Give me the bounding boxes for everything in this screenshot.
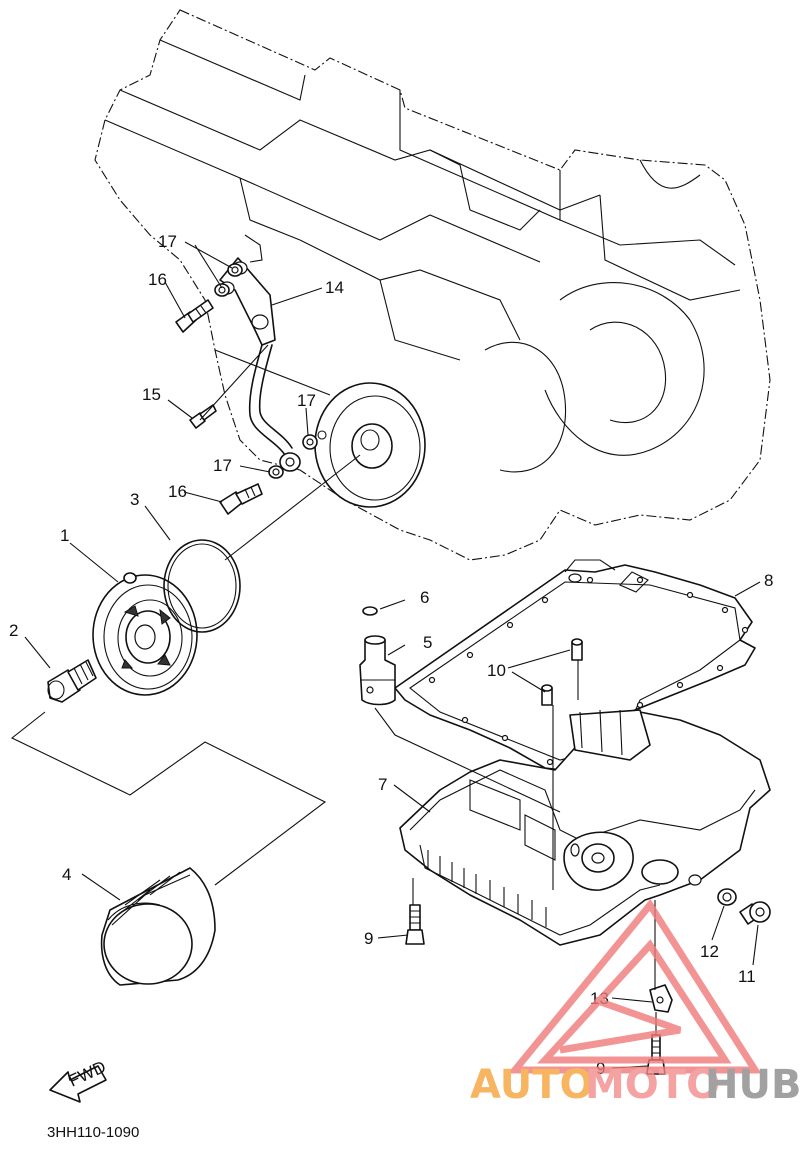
label-3: 3 (130, 490, 139, 509)
automotohub-watermark: AUTO MOTO HUB (470, 899, 800, 1108)
o-ring-3 (163, 539, 241, 633)
label-5: 5 (423, 633, 432, 652)
label-6: 6 (420, 588, 429, 607)
label-17b: 17 (297, 391, 316, 410)
assembly-group-bracket (10, 711, 327, 886)
label-16b: 16 (168, 482, 187, 501)
drawing-code: 3HH110-1090 (47, 1124, 139, 1141)
watermark-hub: HUB (705, 1062, 800, 1108)
union-bolt-16-lower (219, 483, 263, 515)
oil-cooler-cover (92, 572, 198, 696)
dowel-pin-10b (541, 684, 553, 706)
pan-bolt-9a (405, 904, 425, 945)
oil-filter-mount-boss (314, 382, 426, 508)
drain-bolt-11 (739, 901, 771, 925)
fwd-direction-arrow: FWD (49, 1057, 109, 1103)
oil-pan (399, 709, 771, 946)
label-4: 4 (62, 865, 71, 884)
drain-washer-12 (717, 888, 737, 906)
engine-crankcase-outline (94, 9, 771, 561)
filter-union-bolt-2 (47, 659, 97, 703)
dowel-pin-10a (571, 638, 583, 661)
oil-pan-fins (427, 850, 547, 927)
union-bolt-16-upper (175, 299, 214, 333)
watermark-auto: AUTO (470, 1062, 594, 1108)
oil-pressure-relief-valve (359, 635, 396, 706)
label-11: 11 (738, 967, 756, 986)
label-8: 8 (764, 571, 773, 590)
label-2: 2 (9, 621, 18, 640)
label-1: 1 (60, 526, 69, 545)
o-ring-6 (362, 606, 378, 616)
hose-clamp-13 (649, 984, 673, 1013)
label-16a: 16 (148, 270, 167, 289)
copper-washer-17d (268, 465, 284, 479)
label-12: 12 (700, 942, 719, 961)
label-17c: 17 (213, 456, 232, 475)
label-14: 14 (325, 278, 344, 297)
label-17a: 17 (158, 232, 177, 251)
watermark-moto: MOTO (585, 1062, 720, 1108)
label-7: 7 (378, 775, 387, 794)
copper-washer-17c (302, 434, 318, 450)
copper-washer-17b (214, 283, 230, 297)
leader-lines (24, 241, 761, 1069)
label-9a: 9 (364, 929, 373, 948)
label-15: 15 (142, 385, 161, 404)
oil-filter-cartridge (100, 867, 216, 986)
copper-washer-17a (227, 263, 243, 277)
label-10: 10 (487, 661, 506, 680)
